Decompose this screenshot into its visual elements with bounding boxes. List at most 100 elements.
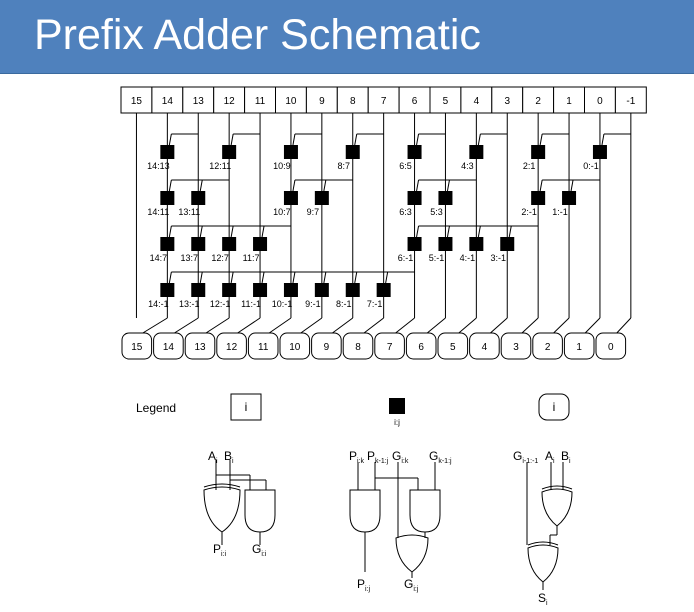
top-bit-box-7: [367, 86, 400, 114]
black-cell-11:7: [253, 237, 268, 251]
bottom-bit-label-11: 11: [258, 342, 269, 353]
top-bit-box-10: [275, 86, 307, 114]
black-cell-0:-1: [592, 145, 607, 159]
black-cell-label-0:-1: 0:-1: [583, 161, 599, 171]
top-bit-label-2: 2: [535, 96, 541, 107]
black-cell-label-12:11: 12:11: [209, 161, 231, 171]
bottom-bit-box-1: [563, 332, 595, 360]
black-cell-label-4:-1: 4:-1: [460, 253, 476, 263]
bottom-bit-label-5: 5: [450, 342, 456, 353]
black-cell-12:7: [222, 237, 237, 251]
top-bit-label-1: 1: [566, 96, 572, 107]
black-cell-label-10:9: 10:9: [273, 161, 291, 171]
black-cell-label-8:7: 8:7: [337, 161, 350, 171]
top-bit-box--1: [614, 86, 647, 114]
black-cell-label-2:1: 2:1: [523, 161, 536, 171]
bottom-bit-box-0: [595, 332, 627, 360]
legend-circuit-black-cell: [349, 462, 441, 578]
legend-c3-G: Gi-1:-1: [513, 449, 538, 465]
top-bit-box-2: [522, 86, 555, 114]
bottom-bit-label-1: 1: [576, 342, 582, 353]
bottom-bit-label-0: 0: [608, 342, 614, 353]
black-cell-14:7: [160, 237, 175, 251]
legend-black-cell: [389, 398, 405, 414]
black-cell-label-9:7: 9:7: [307, 207, 320, 217]
black-cell-label-14:7: 14:7: [150, 253, 168, 263]
bottom-bit-label-13: 13: [194, 342, 206, 353]
legend-circuit-input-cell: [203, 460, 276, 545]
bottom-bit-box-10: [279, 332, 311, 360]
black-cell-label-2:-1: 2:-1: [521, 207, 537, 217]
black-cell-label-4:3: 4:3: [461, 161, 474, 171]
top-bit-label-12: 12: [224, 96, 236, 107]
legend-c3-S: Si: [538, 591, 548, 607]
black-cell-10:-1: [283, 283, 298, 297]
top-bit-label-14: 14: [162, 96, 174, 107]
bottom-bit-box-13: [184, 332, 216, 360]
black-cell-10:9: [283, 145, 298, 159]
legend-c2-G1: Gi:k: [392, 449, 409, 465]
black-cell-9:7: [314, 191, 329, 205]
top-bit-label-8: 8: [350, 96, 356, 107]
black-cell-6:3: [407, 191, 422, 205]
bottom-bit-box-12: [216, 332, 247, 360]
top-bit-box-8: [336, 86, 369, 114]
bottom-bit-label-12: 12: [226, 342, 238, 353]
black-cell-11:-1: [253, 283, 268, 297]
top-bit-box-3: [491, 86, 524, 114]
bottom-bit-box-6: [405, 332, 437, 360]
title-bar: Prefix Adder Schematic: [0, 0, 694, 74]
black-cell-label-6:5: 6:5: [399, 161, 412, 171]
black-cell-5:-1: [438, 237, 453, 251]
bottom-bit-label-10: 10: [289, 342, 301, 353]
top-bit-box-0: [584, 86, 616, 114]
bottom-bit-box-15: [121, 332, 153, 360]
black-cell-7:-1: [376, 283, 391, 297]
black-cell-2:-1: [531, 191, 546, 205]
bottom-bit-label-15: 15: [131, 342, 143, 353]
black-cell-label-13:11: 13:11: [178, 207, 200, 217]
bottom-bit-label-2: 2: [545, 342, 551, 353]
black-cell-8:7: [345, 145, 360, 159]
black-cell-label-14:11: 14:11: [147, 207, 169, 217]
black-cell-label-14:13: 14:13: [147, 161, 170, 171]
black-cell-5:3: [438, 191, 453, 205]
bottom-bit-label-4: 4: [482, 342, 488, 353]
black-cell-label-13:-1: 13:-1: [179, 299, 200, 309]
legend-black-cell-label: i:j: [394, 418, 400, 427]
black-cell-label-6:-1: 6:-1: [398, 253, 414, 263]
bottom-bit-label-3: 3: [513, 342, 519, 353]
black-cell-label-5:3: 5:3: [430, 207, 443, 217]
legend-input-box-label: i: [245, 400, 248, 414]
legend: Legend i i:j i Ai Bi Pi:i Gi:i: [136, 393, 573, 607]
top-bit-label-13: 13: [193, 96, 205, 107]
top-bit-box-11: [244, 86, 277, 114]
legend-c2-P1: Pi:k: [349, 449, 365, 465]
legend-sum-box-label: i: [553, 400, 556, 414]
black-cell-14:11: [160, 191, 175, 205]
bottom-bit-label-9: 9: [324, 342, 330, 353]
black-cell-14:-1: [160, 283, 175, 297]
black-cell-3:-1: [500, 237, 515, 251]
top-bit-box-1: [553, 86, 585, 114]
legend-input-box: [230, 393, 262, 421]
legend-c3-A: Ai: [545, 449, 555, 465]
legend-c2-G2: Gk-1:j: [429, 449, 452, 465]
legend-c2-Gout: Gi:j: [404, 577, 419, 593]
bottom-bit-box-2: [532, 332, 563, 360]
black-cell-1:-1: [562, 191, 577, 205]
top-bit-box-9: [305, 86, 338, 114]
bottom-bit-box-11: [247, 332, 279, 360]
top-bit-box-6: [398, 86, 431, 114]
top-bit-label-9: 9: [319, 96, 325, 107]
black-cell-6:-1: [407, 237, 422, 251]
top-bit-label-15: 15: [131, 96, 143, 107]
black-cell-label-7:-1: 7:-1: [367, 299, 383, 309]
black-cell-label-8:-1: 8:-1: [336, 299, 352, 309]
bottom-bit-box-14: [153, 332, 184, 360]
legend-label: Legend: [136, 401, 176, 415]
top-bit-box-13: [182, 86, 215, 114]
bottom-bit-box-8: [342, 332, 374, 360]
